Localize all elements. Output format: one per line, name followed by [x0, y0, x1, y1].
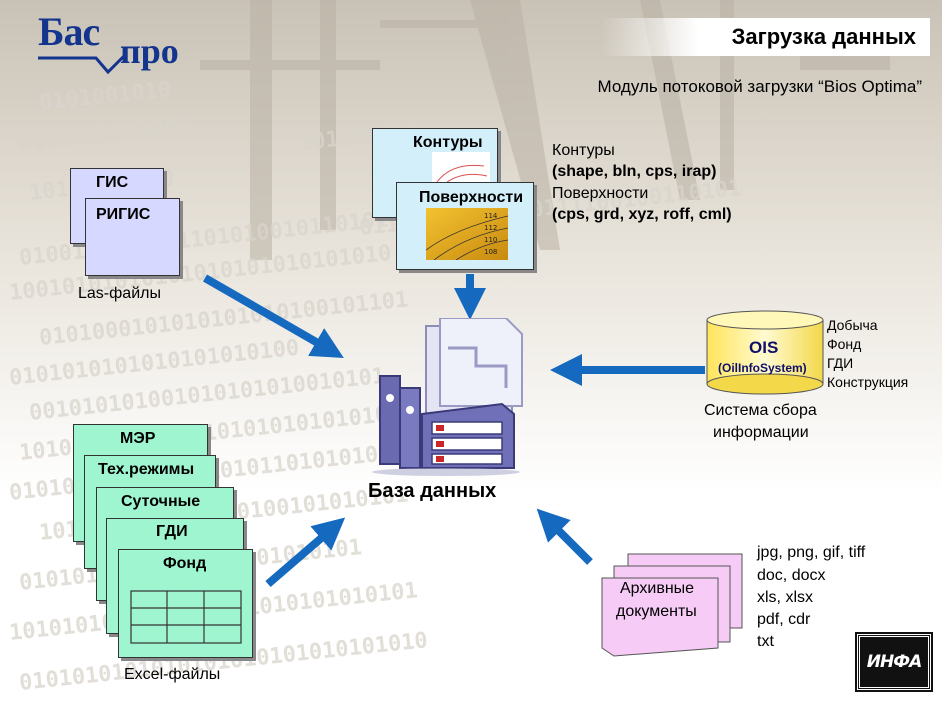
company-logo-left: Бас — [38, 9, 100, 54]
contour-label-3: 110 — [484, 236, 497, 244]
page-subtitle: Модуль потоковой загрузки “Bios Optima” — [597, 77, 923, 96]
contours-desc-line1: Контуры — [552, 142, 615, 159]
ois-caption-line2: информации — [713, 424, 809, 441]
excel-doc-gdi-label: ГДИ — [156, 523, 188, 540]
page-title: Загрузка данных — [731, 24, 916, 49]
contour-label-2: 112 — [484, 224, 497, 232]
ois-title: OIS — [749, 338, 779, 357]
infa-logo: ИНФА — [855, 632, 933, 692]
company-logo-right: про — [120, 31, 179, 71]
arrow-excel — [265, 517, 346, 588]
archive-stack-icon — [601, 553, 743, 657]
surface-map-icon: 114 112 110 108 — [426, 208, 508, 260]
spreadsheet-grid-icon — [130, 590, 242, 644]
contours-desc-line4: (cps, grd, xyz, roff, cml) — [552, 206, 732, 223]
arrow-gis — [203, 274, 344, 358]
archive-format-3: xls, xlsx — [757, 589, 813, 606]
rigis-document — [85, 198, 180, 276]
excel-doc-fund — [118, 549, 253, 658]
contours-desc-line2: (shape, bln, cps, irap) — [552, 163, 717, 180]
contours-desc-line3: Поверхности — [552, 185, 649, 202]
ois-item-fund: Фонд — [827, 336, 862, 352]
rigis-document-label: РИГИС — [96, 206, 151, 223]
arrow-archive — [536, 508, 593, 565]
archive-label-line2: документы — [616, 603, 697, 620]
contour-label-1: 114 — [484, 212, 498, 220]
title-bar — [600, 18, 930, 56]
excel-doc-tech-label: Тех.режимы — [98, 461, 195, 478]
archive-format-1: jpg, png, gif, tiff — [757, 544, 866, 561]
excel-files-caption: Excel-файлы — [124, 666, 221, 683]
gis-document-label: ГИС — [96, 174, 129, 191]
surfaces-document-label: Поверхности — [419, 189, 524, 206]
archive-format-2: doc, docx — [757, 567, 826, 584]
ois-subtitle: (OilInfoSystem) — [718, 361, 807, 375]
database-label: База данных — [368, 480, 497, 502]
ois-item-production: Добыча — [827, 317, 878, 333]
database-icon — [372, 318, 523, 476]
infa-logo-text: ИНФА — [866, 652, 922, 672]
ois-cylinder-icon — [706, 310, 824, 395]
excel-doc-daily-label: Суточные — [121, 493, 201, 510]
archive-format-4: pdf, cdr — [757, 611, 811, 628]
archive-format-5: txt — [757, 633, 774, 650]
las-files-caption: Las-файлы — [78, 285, 161, 302]
ois-item-gdi: ГДИ — [827, 355, 854, 371]
ois-item-construction: Конструкция — [827, 374, 909, 390]
contours-document-label: Контуры — [413, 134, 483, 151]
excel-doc-mer-label: МЭР — [120, 430, 156, 447]
excel-doc-fund-label: Фонд — [163, 555, 207, 572]
ois-caption-line1: Система сбора — [704, 402, 817, 419]
logo-underline-icon — [38, 52, 128, 75]
contour-label-4: 108 — [484, 248, 497, 256]
archive-label-line1: Архивные — [620, 580, 695, 597]
